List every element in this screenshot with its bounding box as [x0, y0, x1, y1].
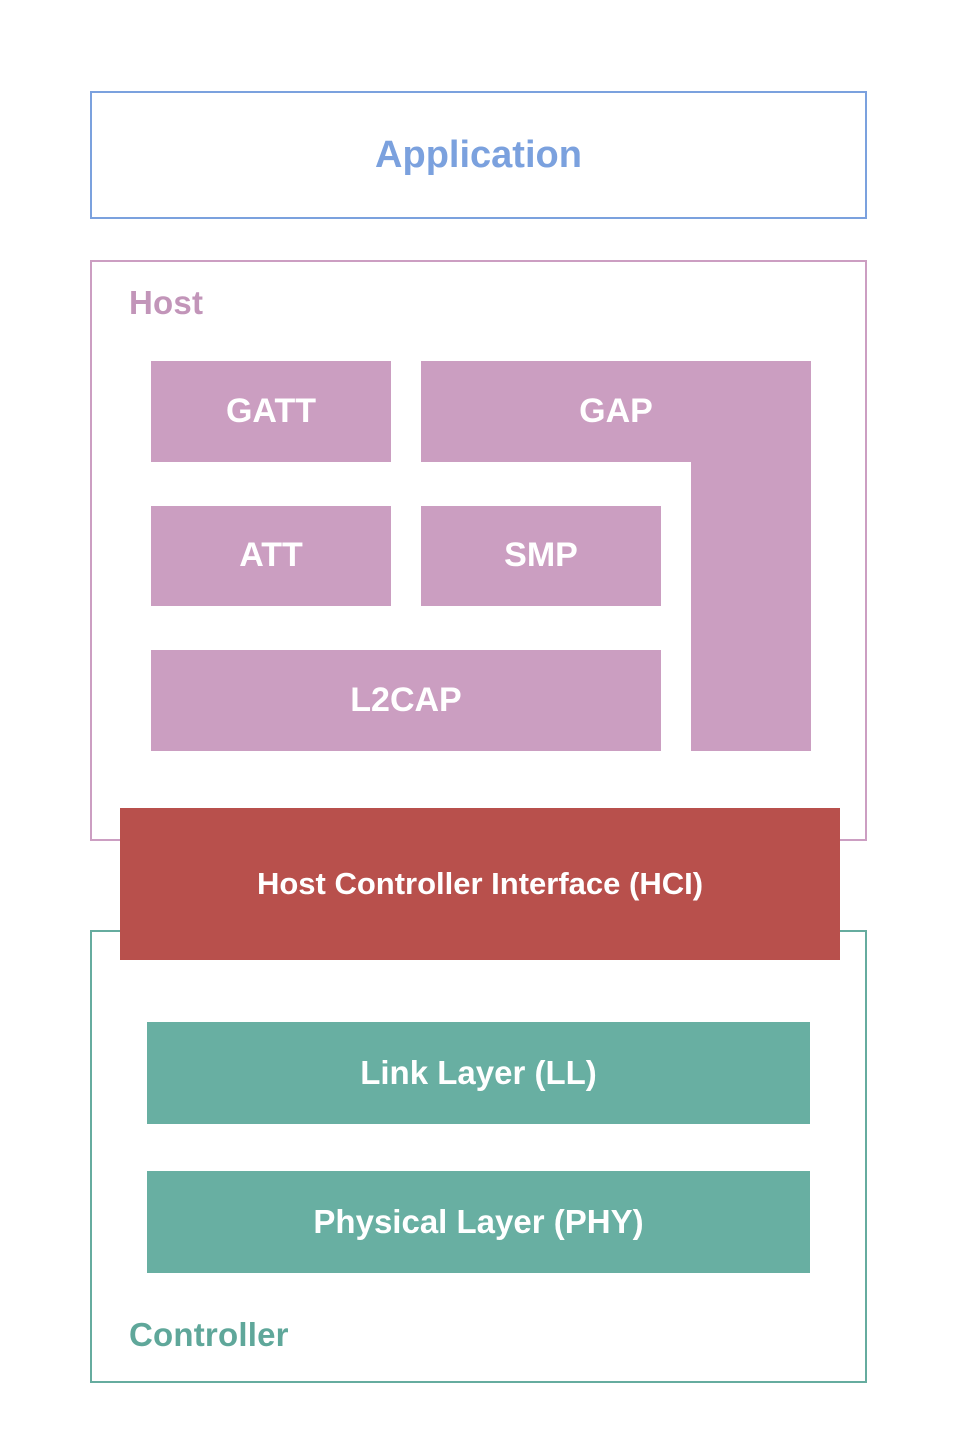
- host-group-label: Host: [129, 284, 204, 321]
- controller-block-link-layer: Link Layer (LL): [147, 1022, 810, 1124]
- host-controller-interface-block: Host Controller Interface (HCI): [120, 808, 840, 960]
- controller-block-physical-layer: Physical Layer (PHY): [147, 1171, 810, 1273]
- controller-group-label: Controller: [129, 1316, 289, 1353]
- host-block-smp: SMP: [421, 506, 661, 606]
- gap-block-column: [691, 461, 811, 751]
- application-label: Application: [375, 133, 582, 176]
- host-block-gatt: GATT: [151, 361, 391, 462]
- application-frame: [90, 91, 867, 219]
- host-block-gap: GAP: [421, 361, 811, 462]
- host-block-att: ATT: [151, 506, 391, 606]
- host-block-l2cap: L2CAP: [151, 650, 661, 751]
